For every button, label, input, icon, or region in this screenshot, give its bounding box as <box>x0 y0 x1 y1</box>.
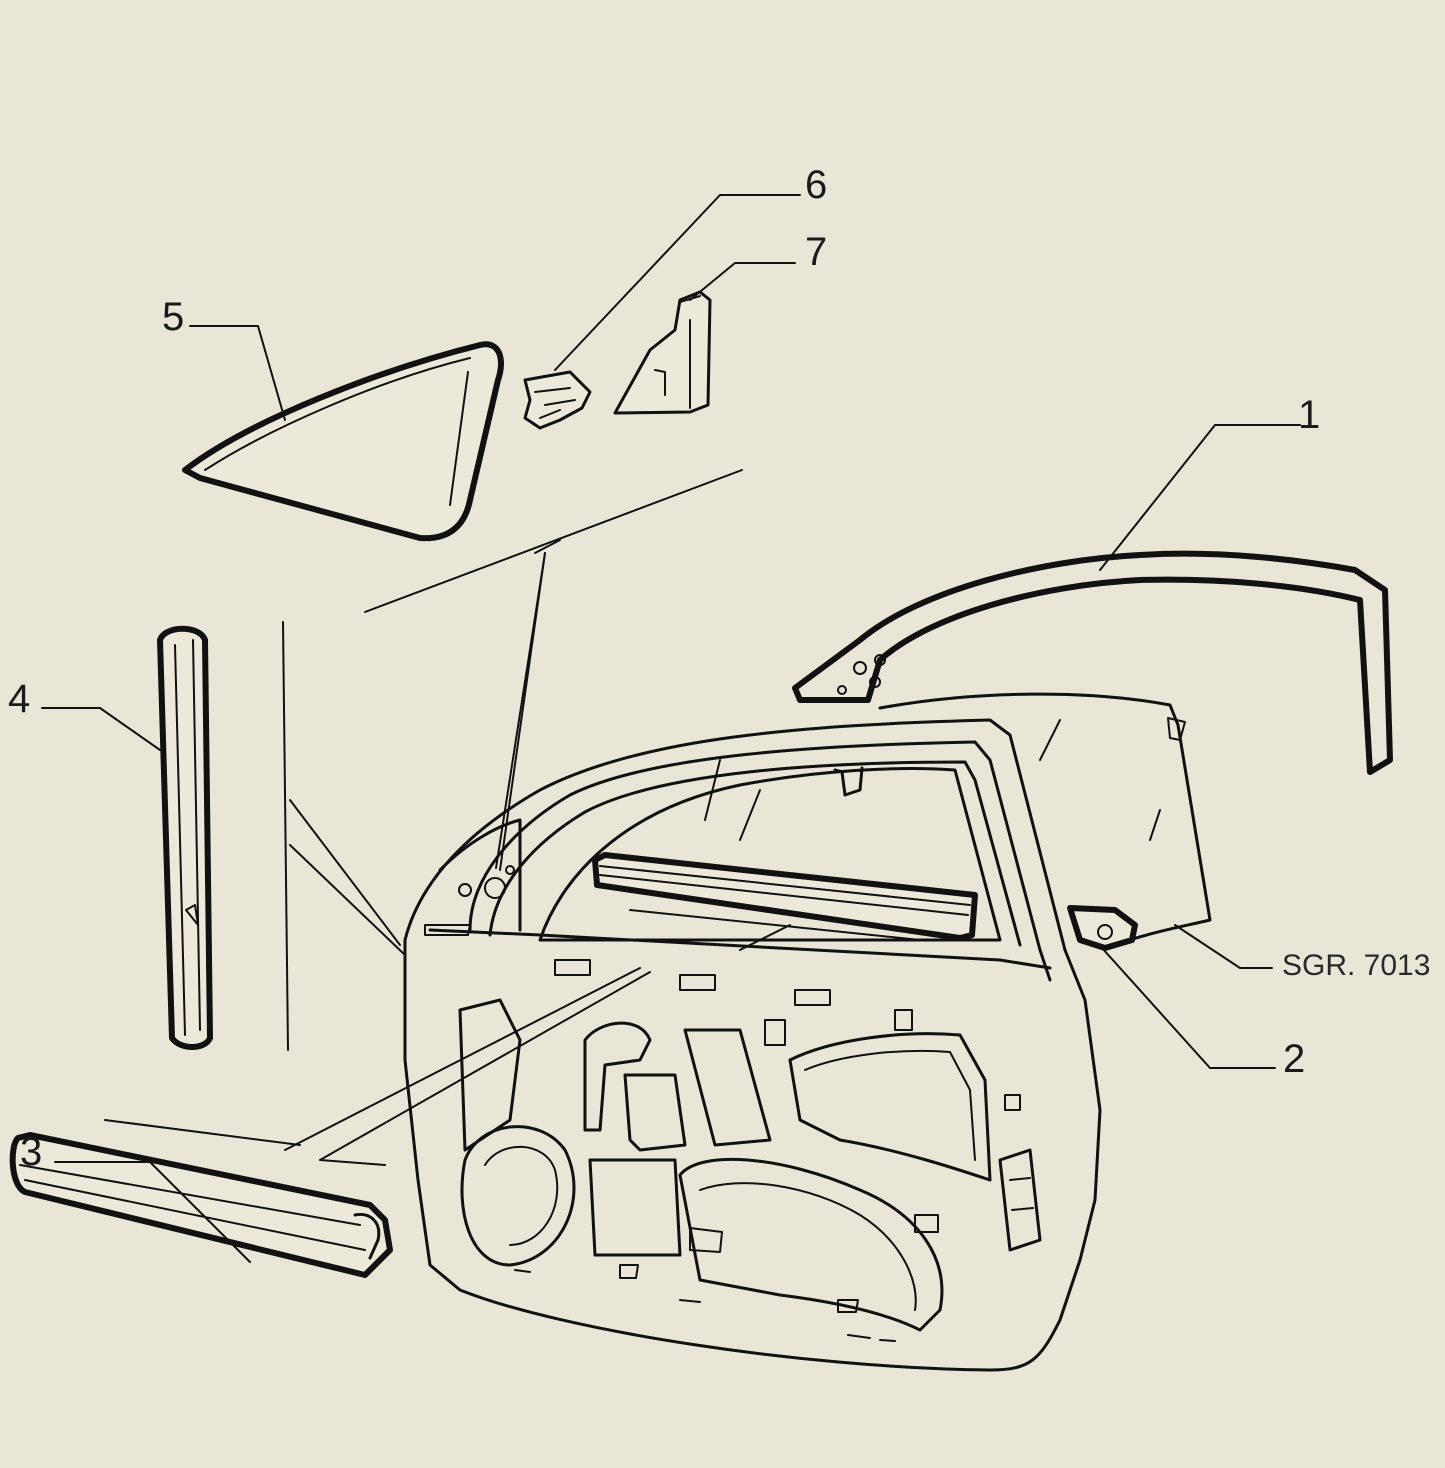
callout-2: 2 <box>1283 1037 1305 1081</box>
callout-6: 6 <box>805 163 827 207</box>
callout-7: 7 <box>805 230 827 274</box>
leader-lines <box>41 194 1301 1263</box>
bracket-part <box>613 290 712 415</box>
vertical-seal-strip-part <box>157 625 213 1050</box>
callout-labels: 1 2 3 4 5 6 7 SGR. 7013 <box>8 163 1430 1174</box>
glass-guide-part <box>1067 905 1138 951</box>
callout-1: 1 <box>1298 393 1320 437</box>
door-body <box>403 718 1102 1372</box>
indication-lines <box>104 469 791 1166</box>
door-frame-seal-part <box>792 550 1393 797</box>
sgr-reference-label: SGR. 7013 <box>1282 949 1430 982</box>
callout-4: 4 <box>8 677 30 721</box>
door-glass <box>704 692 1212 942</box>
lower-seal-strip-part <box>9 1132 393 1278</box>
clip-part <box>523 370 592 430</box>
callout-3: 3 <box>20 1130 42 1174</box>
quarter-glass-part <box>182 341 504 542</box>
callout-5: 5 <box>162 295 184 339</box>
